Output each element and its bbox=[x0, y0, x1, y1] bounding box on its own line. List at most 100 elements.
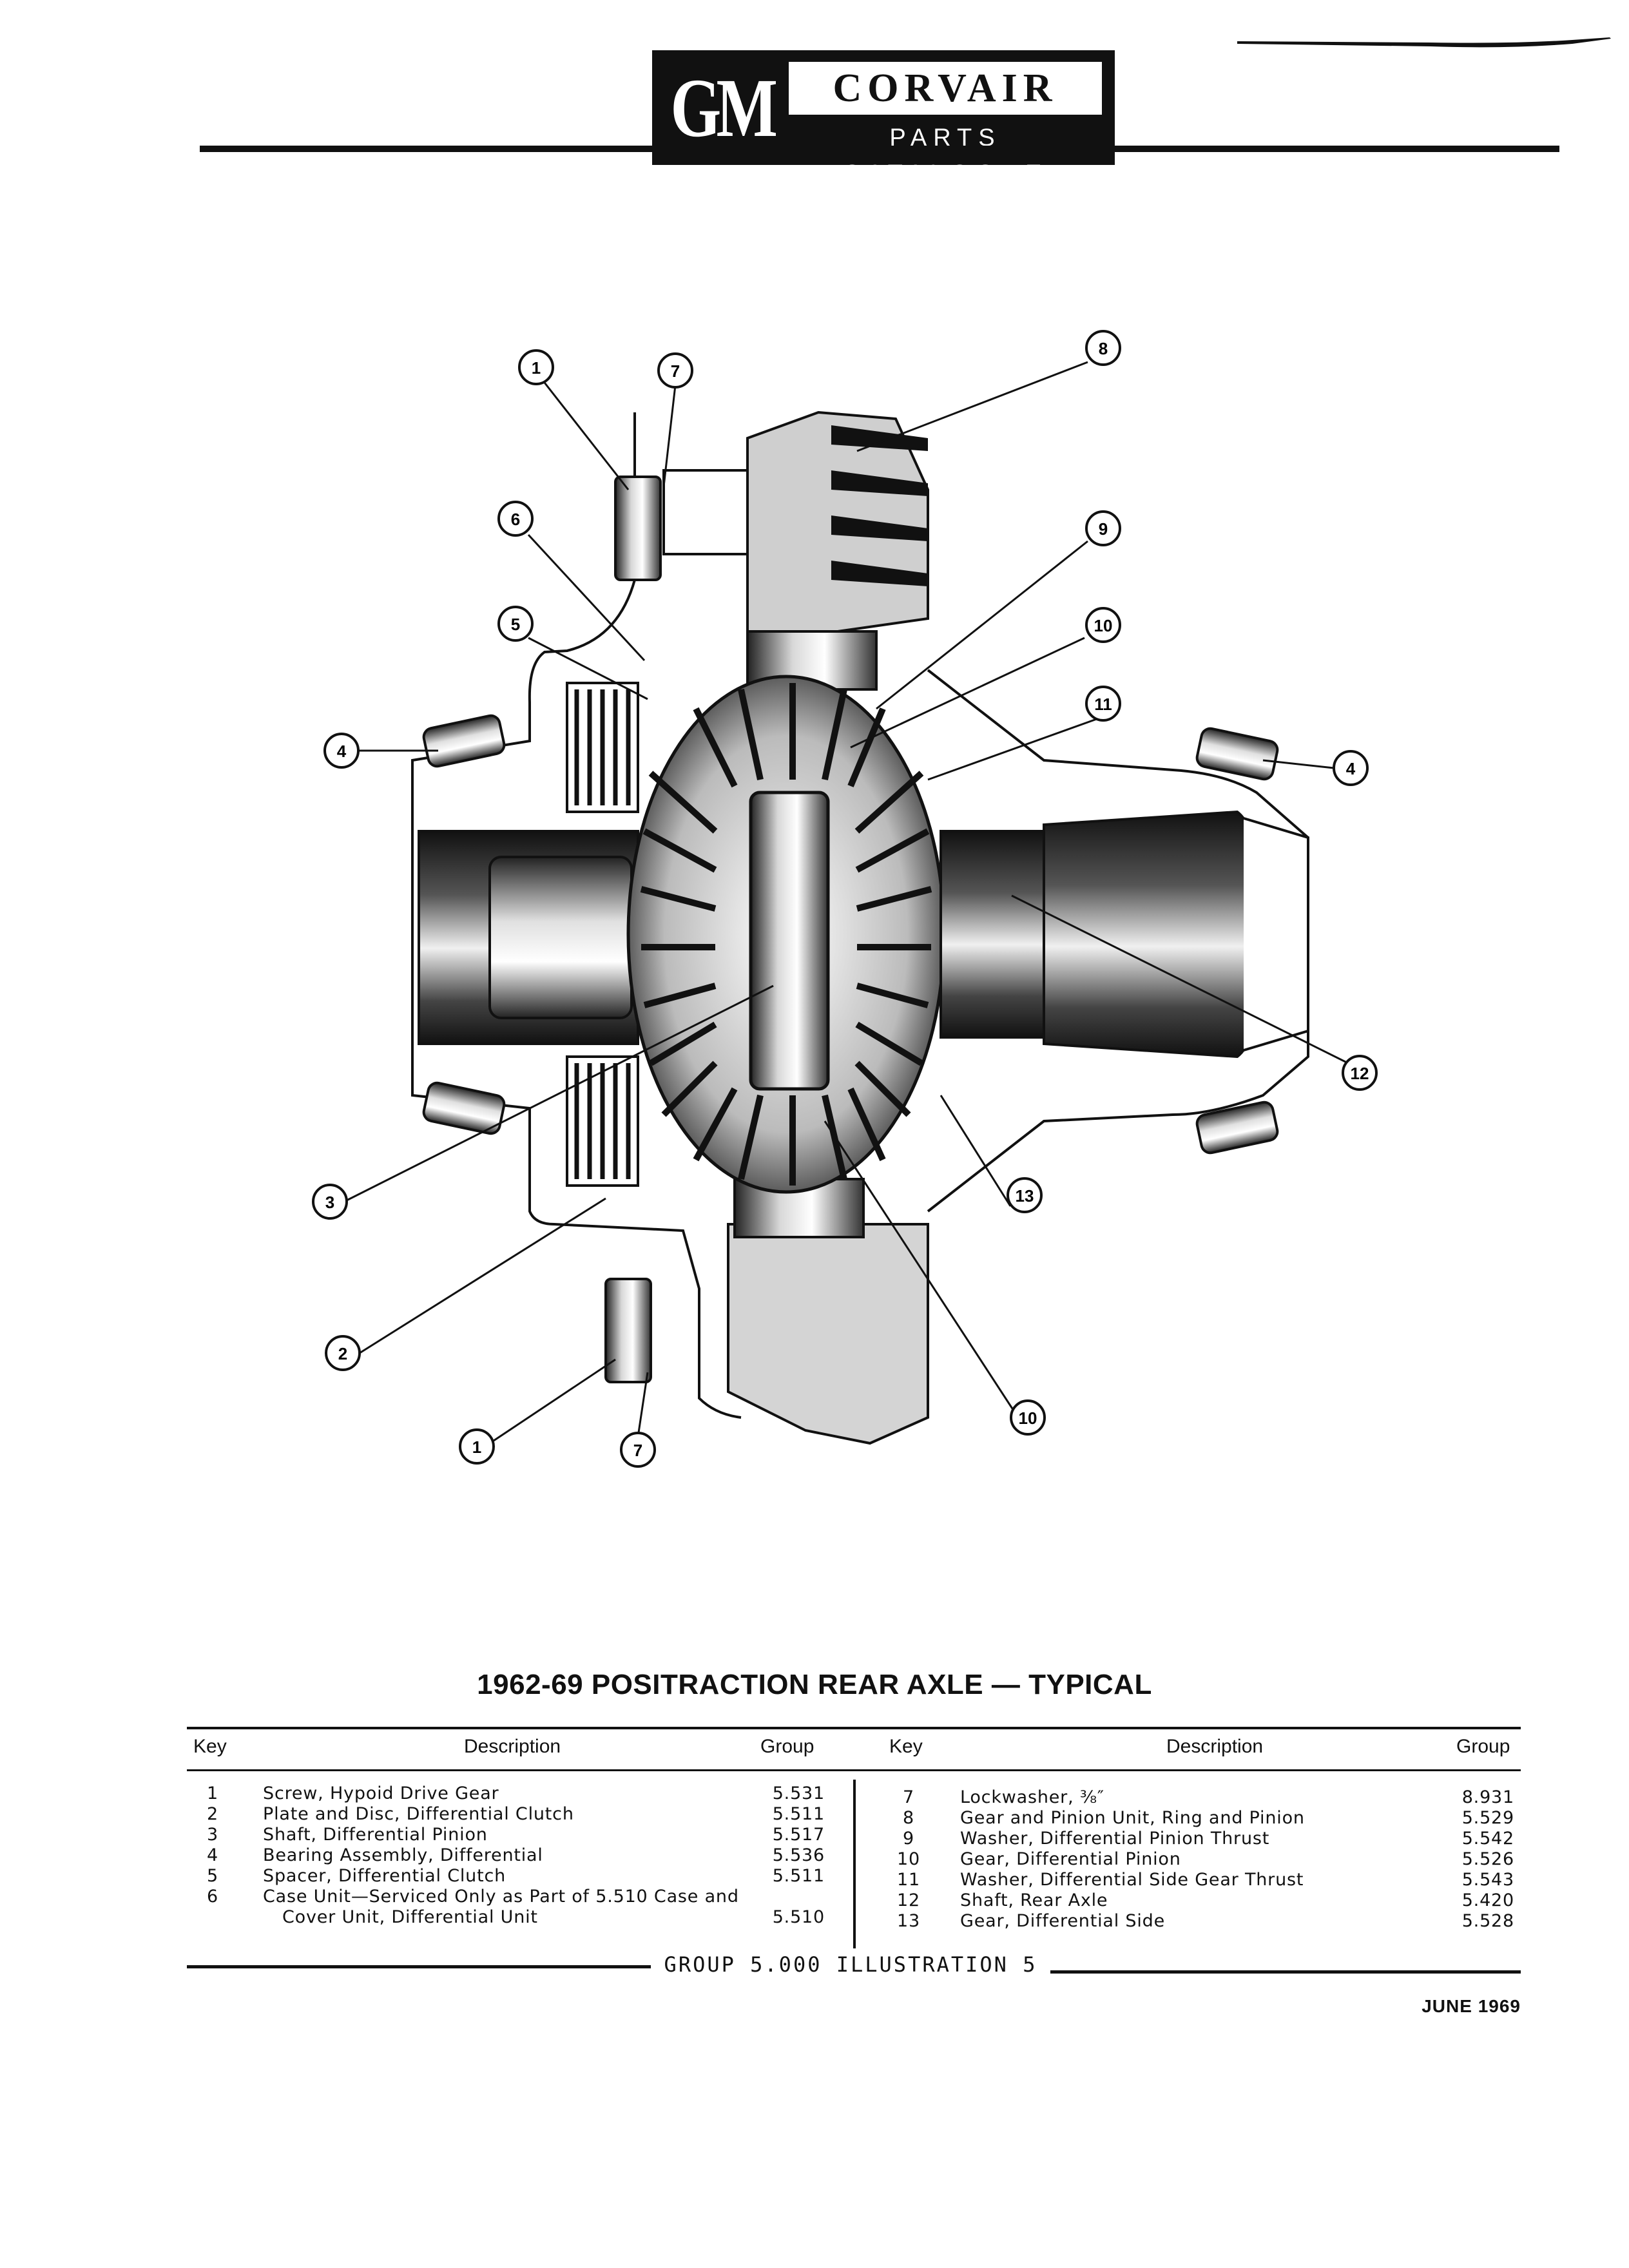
header-group-right: Group bbox=[1456, 1736, 1510, 1757]
bearing-lower-left bbox=[422, 1081, 506, 1135]
callout-markers bbox=[312, 330, 1378, 1468]
part-description: Spacer, Differential Clutch bbox=[263, 1866, 506, 1886]
footer-rule-right bbox=[1050, 1970, 1521, 1974]
clutch-plates-upper bbox=[566, 682, 639, 813]
callout-3: 3 bbox=[325, 1193, 334, 1212]
part-group: 5.542 bbox=[1461, 1829, 1514, 1849]
part-group: 5.526 bbox=[1461, 1849, 1514, 1869]
part-description: Lockwasher, ⅜″ bbox=[960, 1787, 1104, 1807]
callout-5: 5 bbox=[511, 615, 520, 634]
part-description: Case Unit—Serviced Only as Part of 5.510… bbox=[263, 1887, 739, 1907]
part-key: 4 bbox=[207, 1845, 218, 1865]
table-column-divider bbox=[853, 1780, 856, 1948]
part-description: Cover Unit, Differential Unit bbox=[282, 1907, 538, 1927]
callout-numbers: 1 7 8 6 9 5 10 11 4 4 12 3 13 2 10 1 7 bbox=[325, 339, 1369, 1460]
part-group: 8.931 bbox=[1461, 1787, 1514, 1807]
callout-1-lower: 1 bbox=[472, 1437, 481, 1457]
part-description: Gear, Differential Pinion bbox=[960, 1849, 1181, 1869]
table-row: 7 Lockwasher, ⅜″ 8.931 bbox=[889, 1787, 1521, 1808]
part-description: Gear and Pinion Unit, Ring and Pinion bbox=[960, 1808, 1305, 1828]
part-key: 8 bbox=[903, 1808, 914, 1828]
footer-rule-left bbox=[187, 1965, 651, 1968]
part-key: 9 bbox=[903, 1829, 914, 1849]
housing-outline bbox=[411, 412, 1309, 1419]
callout-1-upper: 1 bbox=[532, 358, 541, 378]
part-group: 5.543 bbox=[1461, 1870, 1514, 1890]
callout-2: 2 bbox=[338, 1344, 347, 1363]
part-key: 3 bbox=[207, 1825, 218, 1845]
ring-gear-lower bbox=[727, 1178, 929, 1445]
table-top-rule bbox=[187, 1727, 1521, 1729]
part-key: 2 bbox=[207, 1804, 218, 1824]
footer-caption: GROUP 5.000 ILLUSTRATION 5 bbox=[664, 1952, 1037, 1977]
header-description-left: Description bbox=[464, 1736, 561, 1757]
part-description: Washer, Differential Pinion Thrust bbox=[960, 1829, 1270, 1849]
table-row: 5 Spacer, Differential Clutch 5.511 bbox=[193, 1866, 838, 1887]
header-key-left: Key bbox=[193, 1736, 227, 1757]
header-group-left: Group bbox=[760, 1736, 815, 1757]
callout-7-lower: 7 bbox=[633, 1441, 642, 1460]
callout-10-lower: 10 bbox=[1019, 1408, 1037, 1428]
part-group: 5.511 bbox=[772, 1866, 825, 1886]
callout-8: 8 bbox=[1099, 339, 1108, 358]
callout-4-right: 4 bbox=[1346, 759, 1356, 778]
callout-11: 11 bbox=[1094, 695, 1112, 714]
callout-13: 13 bbox=[1016, 1186, 1034, 1206]
part-key: 11 bbox=[897, 1870, 920, 1890]
callout-10-upper: 10 bbox=[1094, 616, 1113, 635]
callout-12: 12 bbox=[1351, 1064, 1369, 1083]
callout-6: 6 bbox=[511, 510, 520, 529]
table-row: 1 Screw, Hypoid Drive Gear 5.531 bbox=[193, 1783, 838, 1804]
table-row: 8 Gear and Pinion Unit, Ring and Pinion … bbox=[889, 1808, 1521, 1829]
part-group: 5.510 bbox=[772, 1907, 825, 1927]
part-description: Shaft, Differential Pinion bbox=[263, 1825, 488, 1845]
screw-upper bbox=[614, 469, 755, 581]
model-name: CORVAIR bbox=[789, 62, 1102, 115]
figure-title: 1962-69 POSITRACTION REAR AXLE — TYPICAL bbox=[477, 1669, 1152, 1700]
positraction-cutaway-diagram: 1 7 8 6 9 5 10 11 4 4 12 3 13 2 10 1 7 bbox=[312, 330, 1378, 1468]
footer-date: JUNE 1969 bbox=[1422, 1996, 1521, 2016]
part-key: 1 bbox=[207, 1783, 218, 1803]
bearing-upper-right bbox=[1195, 727, 1279, 781]
part-group: 5.531 bbox=[772, 1783, 825, 1803]
table-row: 9 Washer, Differential Pinion Thrust 5.5… bbox=[889, 1829, 1521, 1849]
table-row: 11 Washer, Differential Side Gear Thrust… bbox=[889, 1870, 1521, 1890]
table-row: 12 Shaft, Rear Axle 5.420 bbox=[889, 1890, 1521, 1911]
part-description: Screw, Hypoid Drive Gear bbox=[263, 1783, 499, 1803]
ring-gear-upper bbox=[746, 410, 929, 691]
left-side-gear-hub bbox=[418, 830, 639, 1045]
differential-pinion-shaft bbox=[749, 791, 830, 1091]
part-group: 5.511 bbox=[772, 1804, 825, 1824]
table-row: 4 Bearing Assembly, Differential 5.536 bbox=[193, 1845, 838, 1866]
header-key-right: Key bbox=[889, 1736, 923, 1757]
header-description-right: Description bbox=[1166, 1736, 1264, 1757]
table-header-rule bbox=[187, 1769, 1521, 1771]
part-key: 13 bbox=[897, 1911, 920, 1931]
table-row: 6 Case Unit—Serviced Only as Part of 5.5… bbox=[193, 1887, 838, 1907]
part-key: 6 bbox=[207, 1887, 218, 1907]
part-group: 5.420 bbox=[1461, 1890, 1514, 1910]
part-description: Washer, Differential Side Gear Thrust bbox=[960, 1870, 1304, 1890]
table-row: 10 Gear, Differential Pinion 5.526 bbox=[889, 1849, 1521, 1870]
part-description: Bearing Assembly, Differential bbox=[263, 1845, 543, 1865]
part-group: 5.536 bbox=[772, 1845, 825, 1865]
bearing-upper-left bbox=[422, 714, 506, 768]
part-description: Shaft, Rear Axle bbox=[960, 1890, 1108, 1910]
part-group: 5.528 bbox=[1461, 1911, 1514, 1931]
part-description: Plate and Disc, Differential Clutch bbox=[263, 1804, 574, 1824]
table-row: 3 Shaft, Differential Pinion 5.517 bbox=[193, 1825, 838, 1845]
rear-axle-shaft bbox=[940, 810, 1309, 1059]
callout-9: 9 bbox=[1099, 519, 1108, 539]
part-group: 5.529 bbox=[1461, 1808, 1514, 1828]
part-group: 5.517 bbox=[772, 1825, 825, 1845]
callout-4-left: 4 bbox=[337, 742, 347, 761]
callout-7-upper: 7 bbox=[671, 361, 680, 381]
clutch-plates-lower bbox=[566, 1055, 639, 1187]
table-row: 2 Plate and Disc, Differential Clutch 5.… bbox=[193, 1804, 838, 1825]
table-row: Cover Unit, Differential Unit 5.510 bbox=[193, 1907, 838, 1928]
screw-lower bbox=[604, 1278, 652, 1383]
part-key: 10 bbox=[897, 1849, 920, 1869]
part-description: Gear, Differential Side bbox=[960, 1911, 1165, 1931]
part-key: 7 bbox=[903, 1787, 914, 1807]
table-row: 13 Gear, Differential Side 5.528 bbox=[889, 1911, 1521, 1932]
